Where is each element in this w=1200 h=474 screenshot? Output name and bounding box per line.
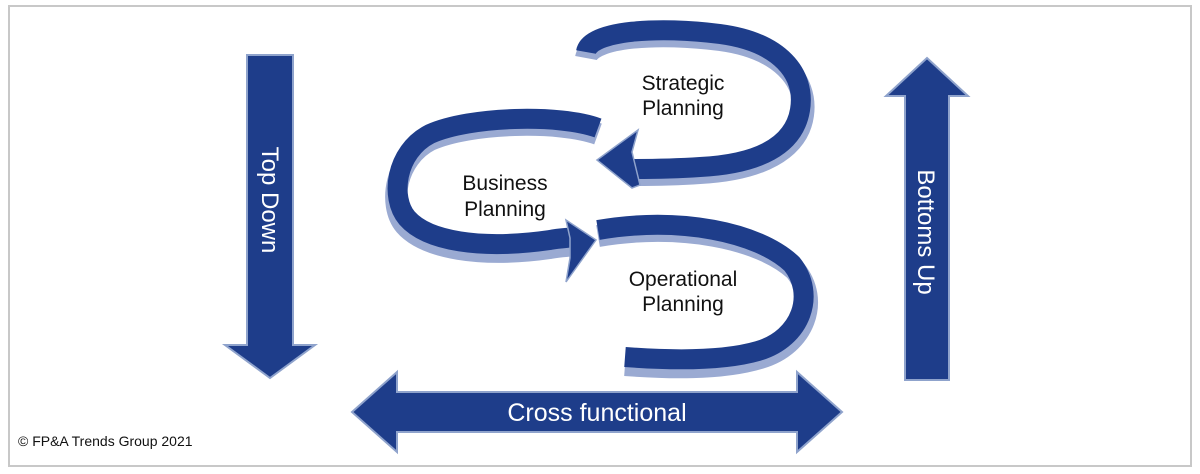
- business-label-line2: Planning: [464, 198, 546, 221]
- cross-functional-arrow-shape: [350, 369, 844, 455]
- bottoms-up-arrow-shape: [883, 56, 971, 381]
- strategic-arrowhead: [595, 128, 641, 189]
- operational-label-line2: Planning: [642, 293, 724, 316]
- bottoms-up-arrow: Bottoms Up: [883, 56, 971, 381]
- top-down-arrow-shape: [221, 54, 319, 380]
- top-down-label: Top Down: [256, 147, 283, 254]
- bottoms-up-label: Bottoms Up: [912, 169, 939, 294]
- strategic-loop-band: [576, 20, 811, 179]
- business-arrowhead: [564, 218, 598, 283]
- copyright-notice: © FP&A Trends Group 2021: [18, 433, 193, 449]
- strategic-loop: Strategic Planning: [575, 20, 815, 189]
- business-label-line1: Business: [462, 172, 547, 195]
- strategic-label-line2: Planning: [642, 97, 724, 120]
- cross-functional-label: Cross functional: [507, 399, 686, 427]
- business-loop: Business Planning: [385, 108, 602, 283]
- operational-label-line1: Operational: [629, 268, 738, 291]
- cross-functional-arrow: Cross functional: [350, 369, 844, 455]
- strategic-label-line1: Strategic: [642, 72, 725, 95]
- top-down-arrow: Top Down: [221, 54, 319, 380]
- operational-loop: Operational Planning: [596, 214, 819, 379]
- business-loop-band: [387, 108, 602, 254]
- operational-loop-band: [596, 214, 814, 370]
